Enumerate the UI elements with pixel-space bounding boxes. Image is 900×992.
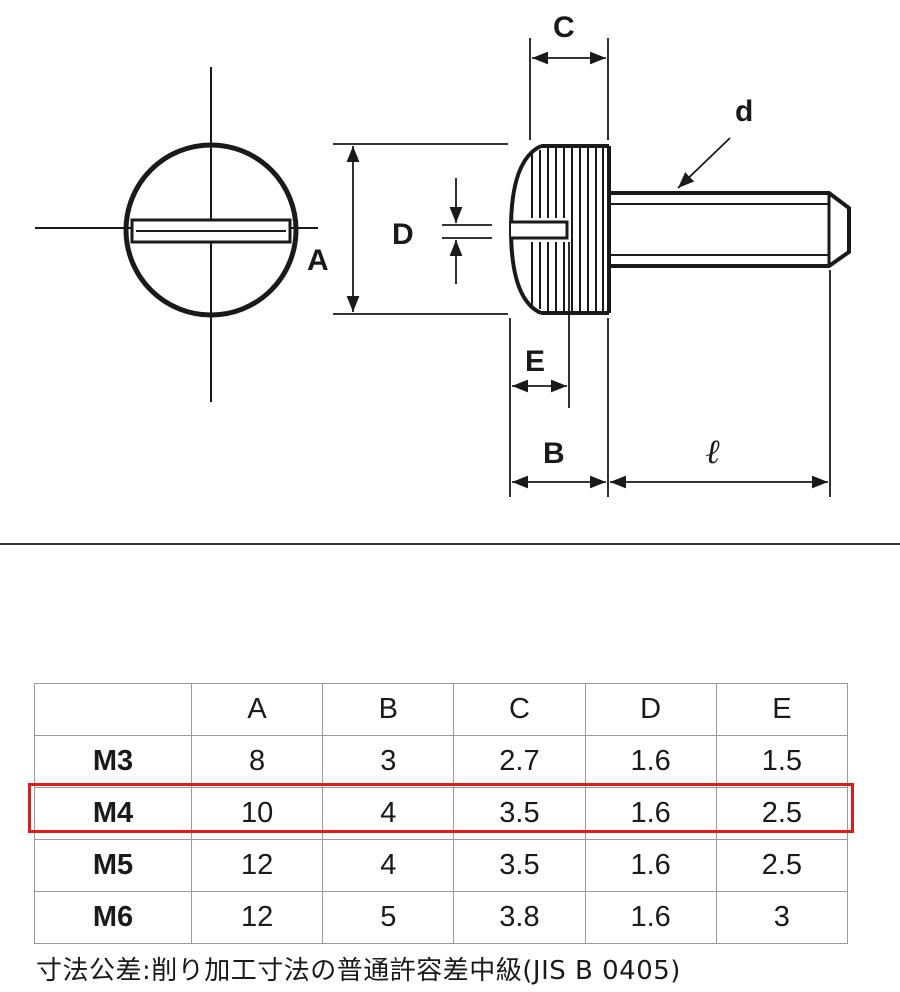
header-cell: A xyxy=(190,683,324,736)
value-cell: 2.5 xyxy=(715,839,849,892)
size-cell: M4 xyxy=(34,787,192,840)
threaded-shank xyxy=(609,191,851,268)
size-cell: M5 xyxy=(34,839,192,892)
label-d-upper: D xyxy=(392,218,414,251)
table-row: M6 12 5 3.8 1.6 3 xyxy=(34,891,849,944)
size-cell: M6 xyxy=(34,891,192,944)
size-cell: M3 xyxy=(34,735,192,788)
table-row: M4 10 4 3.5 1.6 2.5 xyxy=(34,787,849,840)
value-cell: 3.8 xyxy=(453,891,586,944)
value-cell: 4 xyxy=(322,787,455,840)
value-cell: 1.6 xyxy=(584,787,717,840)
dimension-table: A B C D E M3 8 3 2.7 1.6 1.5 M4 10 4 3.5… xyxy=(34,683,849,944)
header-cell: D xyxy=(584,683,717,736)
value-cell: 1.6 xyxy=(584,839,717,892)
value-cell: 1.6 xyxy=(584,735,717,788)
label-length: ℓ xyxy=(706,434,721,471)
tolerance-note: 寸法公差:削り加工寸法の普通許容差中級(JIS B 0405) xyxy=(36,956,681,986)
value-cell: 3.5 xyxy=(453,839,586,892)
label-c: C xyxy=(553,11,575,44)
header-cell: C xyxy=(453,683,586,736)
value-cell: 3 xyxy=(715,891,849,944)
table-row: M3 8 3 2.7 1.6 1.5 xyxy=(34,735,849,788)
value-cell: 1.5 xyxy=(715,735,849,788)
value-cell: 3 xyxy=(322,735,455,788)
dimension-d xyxy=(442,178,492,284)
table-header-row: A B C D E xyxy=(34,683,849,736)
value-cell: 12 xyxy=(190,839,324,892)
value-cell: 12 xyxy=(190,891,324,944)
end-view xyxy=(35,67,318,402)
value-cell: 2.7 xyxy=(453,735,586,788)
dimension-e xyxy=(509,242,570,497)
head-circle xyxy=(123,142,299,318)
side-view xyxy=(508,144,851,315)
dimension-a xyxy=(333,143,508,315)
slot-side xyxy=(511,220,569,240)
value-cell: 8 xyxy=(190,735,324,788)
value-cell: 5 xyxy=(322,891,455,944)
value-cell: 4 xyxy=(322,839,455,892)
leader-d xyxy=(677,137,731,189)
value-cell: 10 xyxy=(190,787,324,840)
value-cell: 2.5 xyxy=(715,787,849,840)
label-b: B xyxy=(543,437,565,470)
knurl-lines xyxy=(531,148,604,311)
value-cell: 3.5 xyxy=(453,787,586,840)
header-cell: B xyxy=(322,683,455,736)
dimension-c xyxy=(529,38,609,140)
label-a: A xyxy=(307,244,329,277)
label-d-thread: d xyxy=(735,95,753,128)
value-cell: 1.6 xyxy=(584,891,717,944)
header-cell: E xyxy=(715,683,849,736)
thumb-screw-dimension-drawing: A D xyxy=(35,11,851,497)
dimension-b-l xyxy=(512,270,831,497)
section-divider xyxy=(0,543,900,545)
table-row: M5 12 4 3.5 1.6 2.5 xyxy=(34,839,849,892)
header-cell xyxy=(34,683,192,736)
label-e: E xyxy=(525,345,545,378)
